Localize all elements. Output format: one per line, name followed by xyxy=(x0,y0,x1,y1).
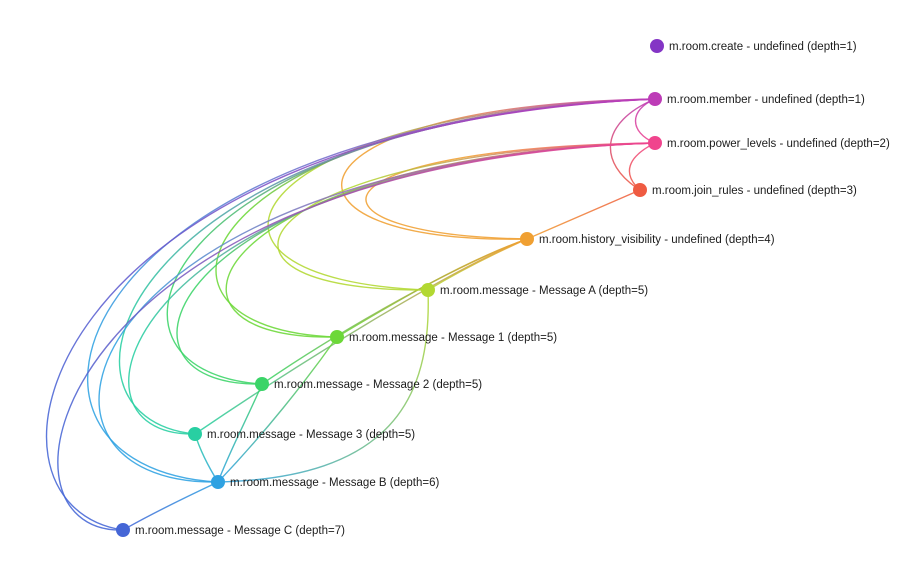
edge-msg_b-to-msg_1 xyxy=(217,336,338,483)
edge-join_rules-to-member xyxy=(609,98,656,191)
graph-node-power_levels[interactable] xyxy=(648,136,662,150)
graph-node-msg_a[interactable] xyxy=(421,283,435,297)
edge-msg_b-to-msg_3 xyxy=(194,433,219,483)
graph-node-history_visibility[interactable] xyxy=(520,232,534,246)
graph-node-label-create: m.room.create - undefined (depth=1) xyxy=(669,41,857,53)
graph-node-label-join_rules: m.room.join_rules - undefined (depth=3) xyxy=(652,185,857,197)
edge-history_visibility-to-member xyxy=(341,98,656,240)
graph-node-msg_3[interactable] xyxy=(188,427,202,441)
edge-history_visibility-to-power_levels xyxy=(365,142,656,240)
edge-msg_b-to-member xyxy=(86,98,656,483)
edge-msg_3-to-history_visibility xyxy=(194,238,528,435)
graph-node-label-msg_3: m.room.message - Message 3 (depth=5) xyxy=(207,429,415,441)
edge-power_levels-to-member xyxy=(635,98,656,144)
graph-node-msg_c[interactable] xyxy=(116,523,130,537)
graph-node-label-msg_a: m.room.message - Message A (depth=5) xyxy=(440,285,648,297)
edge-msg_b-to-msg_2 xyxy=(217,383,263,483)
edge-history_visibility-to-join_rules xyxy=(526,189,641,240)
edge-msg_c-to-power_levels xyxy=(57,142,656,531)
graph-node-join_rules[interactable] xyxy=(633,183,647,197)
graph-node-create[interactable] xyxy=(650,39,664,53)
edge-msg_a-to-history_visibility xyxy=(427,238,528,291)
edge-msg_a-to-power_levels xyxy=(277,142,656,291)
edge-msg_2-to-history_visibility xyxy=(261,238,528,385)
edge-msg_b-to-msg_a xyxy=(217,289,429,483)
edge-msg_a-to-member xyxy=(267,98,656,291)
graph-node-label-member: m.room.member - undefined (depth=1) xyxy=(667,94,865,106)
graph-node-label-power_levels: m.room.power_levels - undefined (depth=2… xyxy=(667,138,890,150)
graph-node-msg_b[interactable] xyxy=(211,475,225,489)
graph-node-label-msg_c: m.room.message - Message C (depth=7) xyxy=(135,525,345,537)
graph-node-label-msg_2: m.room.message - Message 2 (depth=5) xyxy=(274,379,482,391)
graph-node-label-msg_1: m.room.message - Message 1 (depth=5) xyxy=(349,332,557,344)
graph-node-member[interactable] xyxy=(648,92,662,106)
graph-node-label-msg_b: m.room.message - Message B (depth=6) xyxy=(230,477,439,489)
edge-msg_c-to-msg_b xyxy=(122,481,219,531)
edge-join_rules-to-power_levels xyxy=(628,142,656,191)
edge-msg_1-to-member xyxy=(215,98,656,338)
edge-msg_b-to-power_levels xyxy=(98,142,656,483)
graph-node-msg_2[interactable] xyxy=(255,377,269,391)
graph-node-msg_1[interactable] xyxy=(330,330,344,344)
edge-msg_2-to-power_levels xyxy=(176,142,656,385)
graph-node-label-history_visibility: m.room.history_visibility - undefined (d… xyxy=(539,234,775,246)
